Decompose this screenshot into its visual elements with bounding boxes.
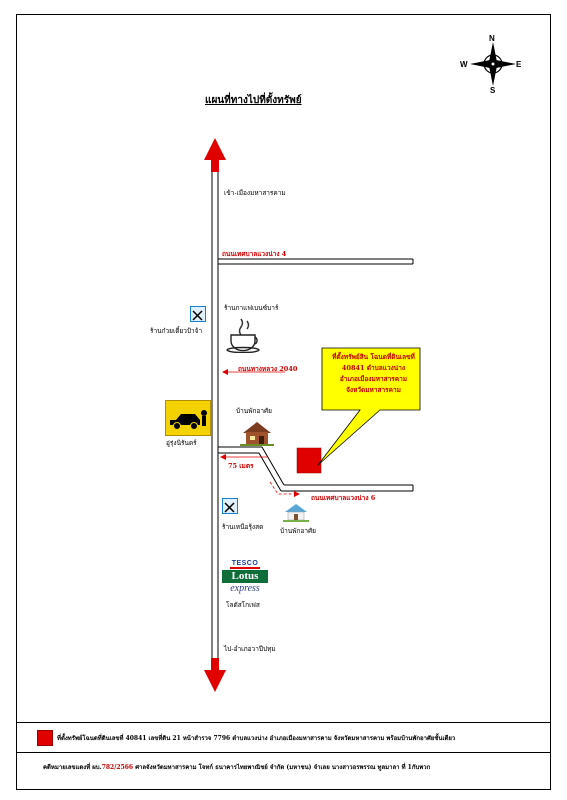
label-road-2040: ถนนทางหลวง 2040 bbox=[238, 365, 298, 373]
map-frame bbox=[16, 14, 551, 790]
label-restaurant: ร้านเหนือรุ้งสด bbox=[222, 523, 264, 531]
coffee-cup-icon bbox=[226, 318, 260, 353]
callout-line: จังหวัดมหาสารคาม bbox=[346, 386, 401, 394]
compass-rose-icon bbox=[470, 42, 516, 86]
legend-swatch bbox=[37, 730, 53, 746]
property-callout: ที่ตั้งทรัพย์สิน โฉนดที่ดินเลขที่ 40841 … bbox=[326, 352, 421, 396]
house-icon bbox=[240, 422, 274, 446]
footer-case: คดีหมายเลขแดงที่ ผบ.782/2566 ศาลจังหวัดม… bbox=[43, 762, 430, 772]
label-road-4: ถนนเทศบาลแวงน่าง 4 bbox=[222, 250, 287, 258]
label-lotus: โลตัสโกเฟส bbox=[226, 601, 260, 609]
callout-line: อำเภอเมืองมหาสารคาม bbox=[339, 375, 408, 383]
label-house-1: บ้านพักอาศัย bbox=[236, 407, 272, 415]
tesco-lotus-logo: TESCO Lotus express bbox=[222, 560, 268, 594]
legend-text: ที่ตั้งทรัพย์โฉนดที่ดินเลขที่ 40841 เลขท… bbox=[57, 735, 456, 742]
footer-case-number: 782/2566 bbox=[101, 764, 134, 771]
house-icon bbox=[283, 504, 309, 522]
fork-knife-icon bbox=[222, 498, 238, 514]
fork-knife-icon bbox=[190, 306, 206, 322]
label-distance: 75 เมตร bbox=[228, 462, 254, 470]
tesco-lotus: Lotus bbox=[222, 570, 268, 583]
footer-rest: ศาลจังหวัดมหาสารคาม โจทก์ ธนาคารไทยพาณิช… bbox=[133, 764, 431, 771]
divider bbox=[16, 752, 551, 753]
footer-prefix: คดีหมายเลขแดงที่ ผบ. bbox=[43, 764, 102, 771]
label-to-mahasarakham: เข้า-เมืองมหาสารคาม bbox=[224, 189, 286, 197]
compass-e: E bbox=[516, 60, 522, 69]
label-house-2: บ้านพักอาศัย bbox=[280, 527, 316, 535]
map-title: แผนที่ทางไปที่ตั้งทรัพย์ bbox=[205, 95, 302, 106]
label-road-6: ถนนเทศบาลแวงน่าง 6 bbox=[311, 494, 376, 502]
compass-w: W bbox=[460, 60, 468, 69]
label-cafe: ร้านกาแฟเบนซ์บาร์ bbox=[224, 304, 279, 312]
label-to-kosum: ไป-อำเภอวาปีปทุม bbox=[224, 645, 276, 653]
label-noodle-shop: ร้านก๋วยเตี๋ยวป้าจ้า bbox=[150, 327, 203, 335]
compass-n: N bbox=[489, 34, 495, 43]
tesco-express: express bbox=[230, 583, 260, 594]
compass-s: S bbox=[490, 86, 496, 95]
callout-line: 40841 ตำบลแวงน่าง bbox=[341, 364, 406, 372]
garage-icon bbox=[165, 400, 211, 436]
tesco-brand: TESCO bbox=[231, 560, 259, 567]
label-garage: อู่รุ่งนิรันดร์ bbox=[166, 439, 197, 447]
divider bbox=[16, 722, 551, 723]
callout-line: ที่ตั้งทรัพย์สิน โฉนดที่ดินเลขที่ bbox=[332, 353, 415, 361]
